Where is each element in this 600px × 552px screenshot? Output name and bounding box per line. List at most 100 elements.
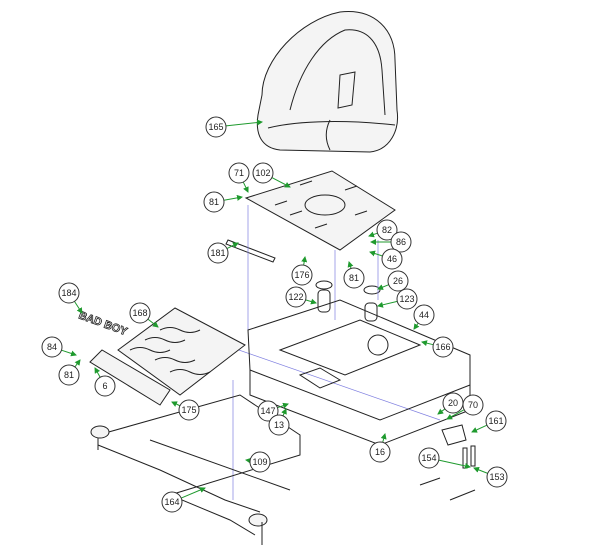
callout-label: 181 bbox=[210, 248, 225, 258]
callout-circle bbox=[369, 441, 391, 463]
callout-circle bbox=[205, 116, 227, 138]
leader-line bbox=[413, 322, 420, 330]
callout-166: 166 bbox=[421, 336, 454, 358]
callout-label: 20 bbox=[448, 398, 458, 408]
callout-153: 153 bbox=[473, 466, 508, 488]
callout-label: 16 bbox=[375, 447, 385, 457]
callout-circle bbox=[291, 264, 313, 286]
leader-line bbox=[242, 181, 249, 193]
callout-26: 26 bbox=[377, 270, 409, 292]
callout-circle bbox=[396, 288, 418, 310]
leader-line bbox=[94, 367, 101, 378]
leader-line bbox=[380, 433, 387, 443]
callout-label: 81 bbox=[64, 370, 74, 380]
callout-122: 122 bbox=[285, 286, 317, 308]
leader-line bbox=[181, 487, 206, 499]
callout-circle bbox=[161, 491, 183, 513]
callout-label: 44 bbox=[419, 310, 429, 320]
footrest-plate-part bbox=[89, 349, 171, 406]
callout-label: 161 bbox=[488, 416, 503, 426]
callout-circle bbox=[413, 304, 435, 326]
seat-plate-part bbox=[225, 170, 396, 263]
leader-line bbox=[277, 402, 289, 409]
callout-184: 184 bbox=[58, 282, 83, 314]
callout-circle bbox=[486, 466, 508, 488]
callout-circle bbox=[203, 191, 225, 213]
leader-line bbox=[301, 256, 308, 266]
callout-168: 168 bbox=[129, 302, 159, 328]
callout-label: 6 bbox=[102, 381, 107, 391]
callout-label: 164 bbox=[164, 497, 179, 507]
leader-line bbox=[223, 194, 243, 201]
callout-46: 46 bbox=[369, 248, 403, 270]
callout-81: 81 bbox=[58, 359, 81, 386]
leader-line bbox=[74, 301, 83, 314]
leader-line bbox=[473, 467, 488, 474]
leader-line bbox=[147, 318, 159, 328]
leader-line bbox=[347, 261, 354, 269]
leader-line bbox=[281, 408, 287, 417]
callout-circle bbox=[462, 394, 484, 416]
callout-label: 13 bbox=[274, 420, 284, 430]
callout-label: 81 bbox=[349, 273, 359, 283]
leader-line bbox=[437, 408, 446, 415]
leader-line bbox=[369, 250, 383, 257]
callout-circle bbox=[343, 267, 365, 289]
leader-line bbox=[368, 231, 378, 238]
callout-label: 175 bbox=[181, 405, 196, 415]
callout-circle bbox=[390, 231, 412, 253]
callout-175: 175 bbox=[171, 399, 200, 421]
leader-line bbox=[305, 298, 317, 305]
callout-circle bbox=[249, 451, 271, 473]
callout-147: 147 bbox=[257, 400, 289, 422]
callout-label: 86 bbox=[396, 237, 406, 247]
assembly-guides bbox=[209, 205, 441, 500]
callout-label: 81 bbox=[209, 197, 219, 207]
callout-164: 164 bbox=[161, 487, 206, 513]
leader-line bbox=[377, 284, 389, 290]
callout-circle bbox=[257, 400, 279, 422]
leader-line bbox=[271, 177, 291, 188]
callout-label: 176 bbox=[294, 270, 309, 280]
callout-circle bbox=[178, 399, 200, 421]
callout-label: 102 bbox=[255, 168, 270, 178]
callout-6: 6 bbox=[94, 367, 116, 397]
leader-line bbox=[61, 349, 77, 357]
callout-label: 71 bbox=[234, 168, 244, 178]
callout-71: 71 bbox=[228, 162, 250, 193]
callout-label: 165 bbox=[208, 122, 223, 132]
callout-81: 81 bbox=[343, 261, 365, 289]
leader-line bbox=[171, 401, 181, 407]
callout-label: 84 bbox=[47, 342, 57, 352]
seat-part bbox=[256, 11, 399, 153]
callout-circle bbox=[41, 336, 63, 358]
callout-82: 82 bbox=[368, 219, 398, 241]
callout-102: 102 bbox=[252, 162, 291, 188]
callout-label: 147 bbox=[260, 406, 275, 416]
callout-circle bbox=[432, 336, 454, 358]
callout-circle bbox=[485, 410, 507, 432]
callout-86: 86 bbox=[370, 231, 412, 253]
callout-circle bbox=[268, 414, 290, 436]
callout-circle bbox=[228, 162, 250, 184]
leader-line bbox=[471, 424, 488, 433]
leader-line bbox=[226, 242, 239, 249]
leader-line bbox=[421, 340, 434, 347]
callout-16: 16 bbox=[369, 433, 391, 463]
leader-line bbox=[377, 300, 398, 308]
callout-circle bbox=[129, 302, 151, 324]
callout-circle bbox=[94, 375, 116, 397]
callout-circle bbox=[252, 162, 274, 184]
callout-20: 20 bbox=[437, 392, 464, 415]
spring-parts bbox=[315, 280, 381, 322]
callout-label: 122 bbox=[288, 292, 303, 302]
callout-165: 165 bbox=[205, 116, 263, 138]
callout-circle bbox=[58, 282, 80, 304]
callout-label: 82 bbox=[382, 225, 392, 235]
callout-label: 184 bbox=[61, 288, 76, 298]
leader-line bbox=[438, 459, 471, 469]
callout-181: 181 bbox=[207, 242, 239, 264]
leader-line bbox=[446, 409, 465, 420]
